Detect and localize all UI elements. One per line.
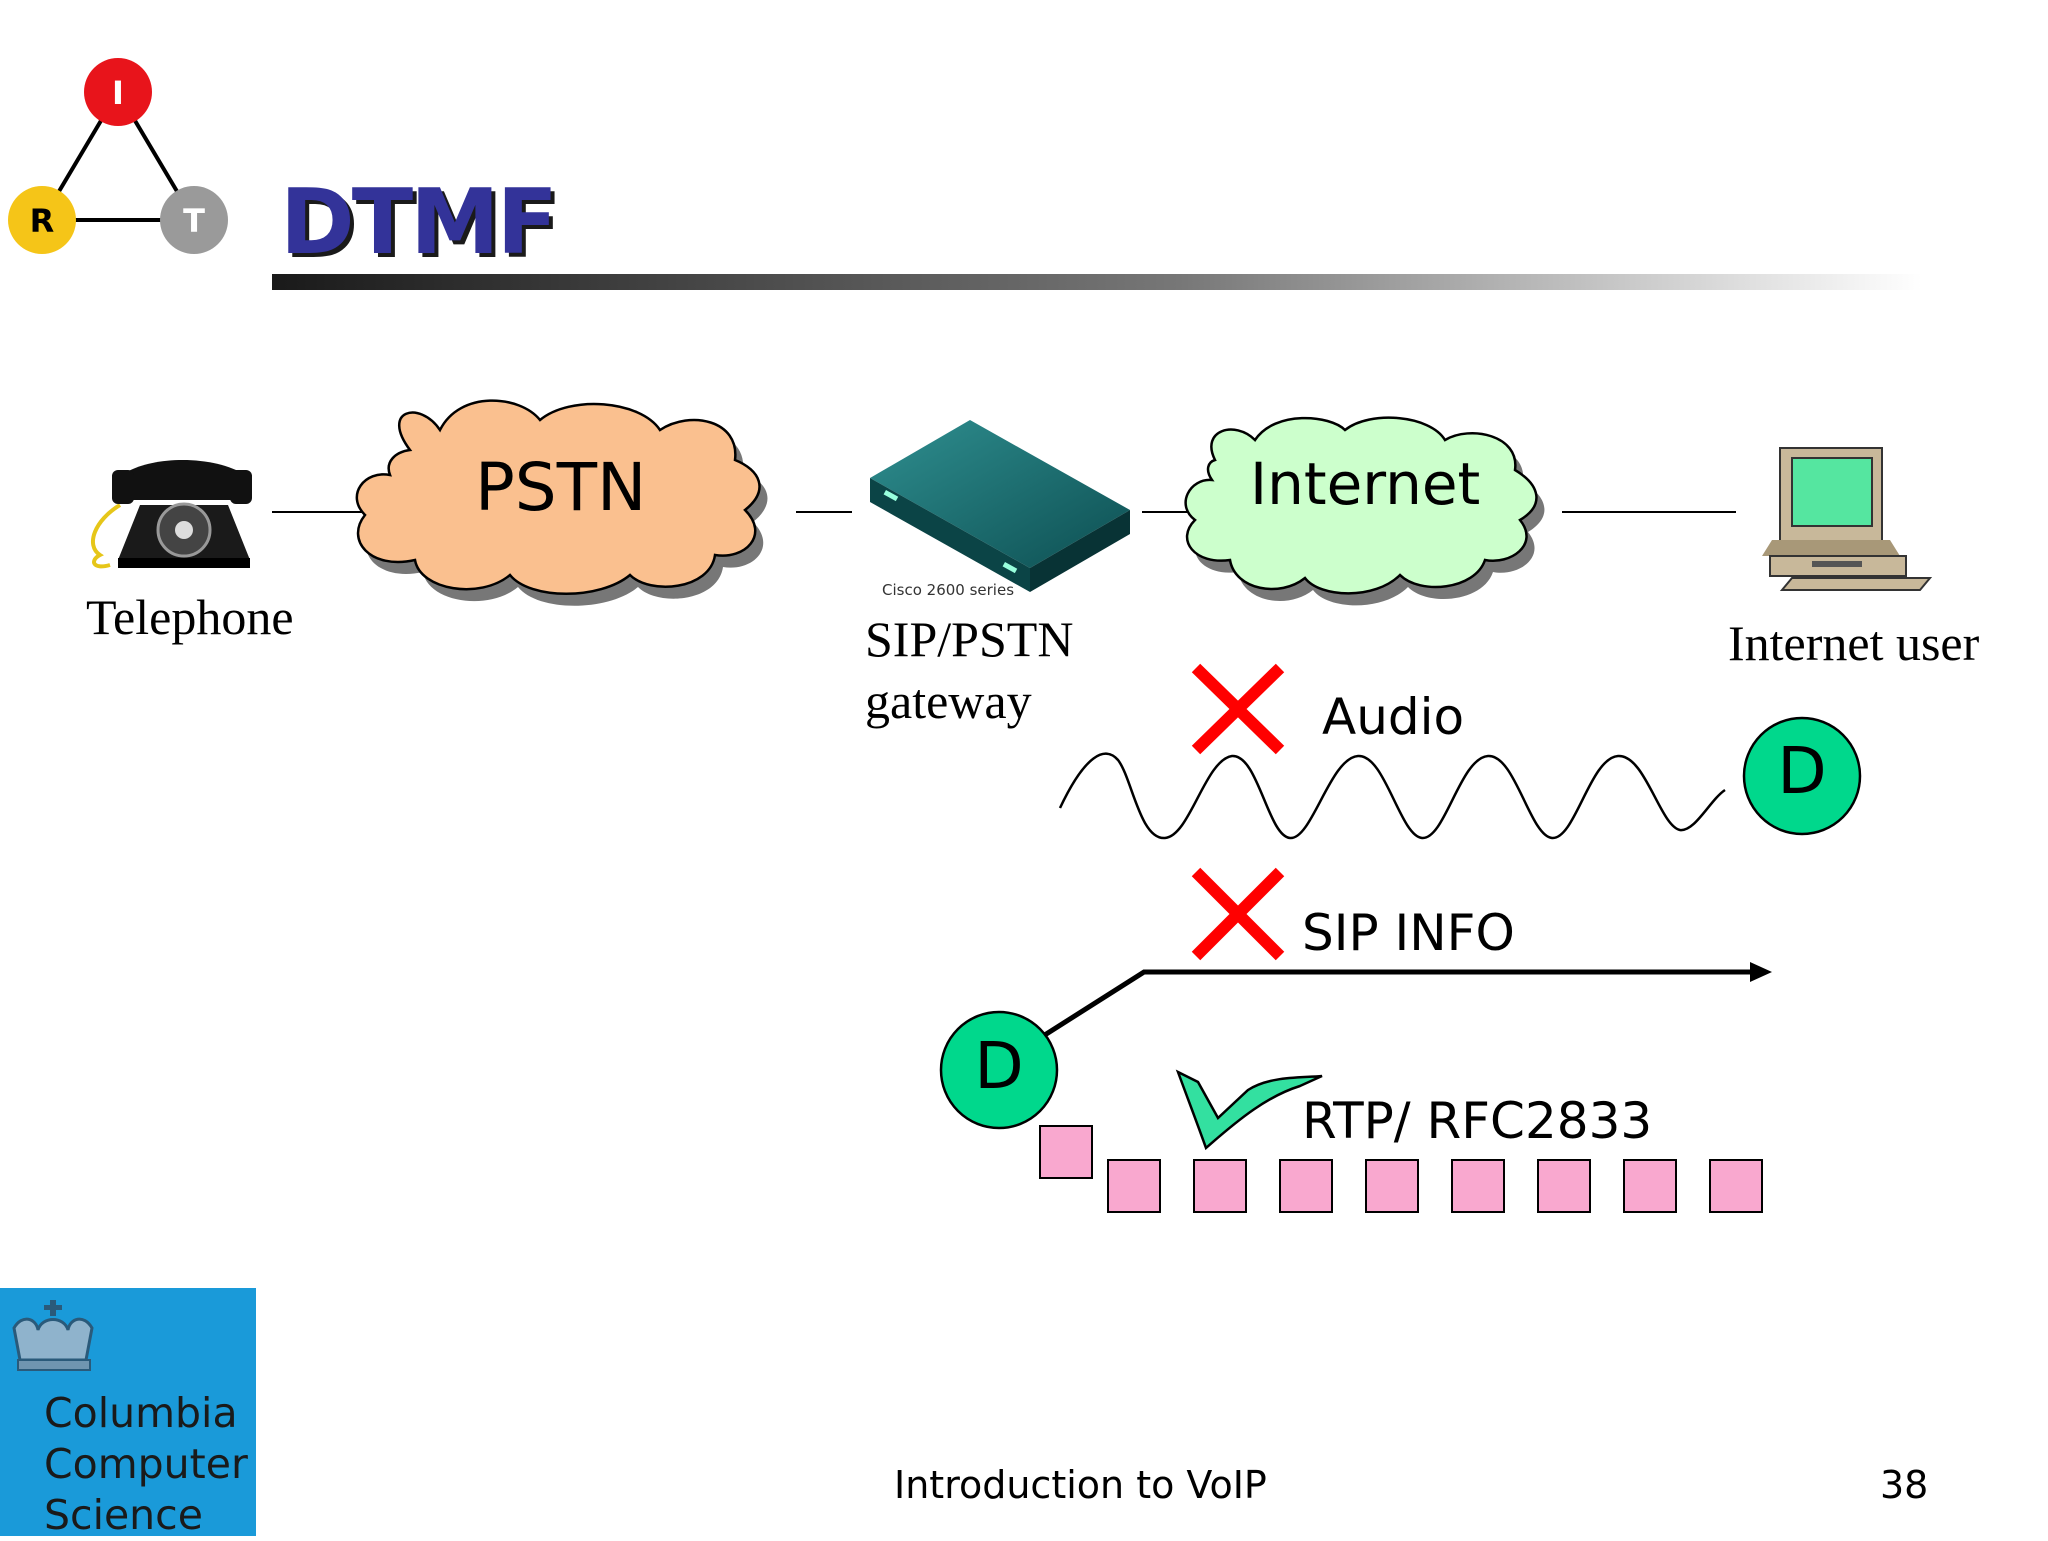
digit-d-circle-bottom xyxy=(939,1010,1059,1130)
crown-icon xyxy=(12,1300,94,1371)
footer-text: Introduction to VoIP xyxy=(894,1463,1267,1507)
slide-title: DTMF xyxy=(280,170,558,275)
pstn-cloud xyxy=(355,399,768,606)
internet-label: Internet xyxy=(1250,450,1481,518)
logo-line-science: Science xyxy=(44,1491,203,1539)
rtp-check-icon xyxy=(1175,1069,1323,1151)
sip-info-arrow xyxy=(1038,962,1772,1041)
gateway-label-line2: gateway xyxy=(865,673,1032,729)
audio-label: Audio xyxy=(1322,688,1465,746)
irt-i-letter: I xyxy=(112,74,124,112)
gateway-router-icon xyxy=(870,420,1130,592)
rtp-packet xyxy=(1193,1159,1247,1213)
telephone-icon xyxy=(90,460,252,569)
digit-d-label-top: D xyxy=(1777,735,1827,809)
audio-waveform xyxy=(1058,752,1726,840)
irt-i-circle xyxy=(84,58,152,126)
title-rule xyxy=(272,274,1922,290)
rtp-packet xyxy=(1039,1125,1093,1179)
digit-d-label-bottom: D xyxy=(974,1030,1024,1104)
computer-icon xyxy=(1762,447,1933,591)
gateway-model-label: Cisco 2600 series xyxy=(882,581,1015,599)
gateway-label: SIP/PSTN gateway xyxy=(865,608,1073,732)
irt-t-letter: T xyxy=(183,202,205,240)
irt-r-letter: R xyxy=(30,202,55,240)
page-number: 38 xyxy=(1880,1463,1929,1507)
audio-cross-icon xyxy=(1191,663,1285,755)
pstn-label: PSTN xyxy=(475,449,647,526)
columbia-logo-text: Columbia Computer Science xyxy=(44,1388,248,1541)
logo-line-columbia: Columbia xyxy=(44,1389,238,1437)
rtp-packet xyxy=(1623,1159,1677,1213)
irt-r-circle xyxy=(8,186,76,254)
telephone-label: Telephone xyxy=(86,589,294,645)
digit-d-circle-top xyxy=(1742,716,1862,836)
irt-logo: I R T xyxy=(8,58,228,254)
rtp-packet xyxy=(1709,1159,1763,1213)
internet-user-label: Internet user xyxy=(1728,615,1980,671)
sip-info-cross-icon xyxy=(1191,867,1285,961)
rtp-packet xyxy=(1279,1159,1333,1213)
sip-info-label: SIP INFO xyxy=(1302,904,1515,962)
rtp-packet xyxy=(1537,1159,1591,1213)
rtp-packet xyxy=(1107,1159,1161,1213)
internet-cloud xyxy=(1184,416,1545,606)
irt-t-circle xyxy=(160,186,228,254)
rtp-packets xyxy=(1039,1125,1763,1213)
rtp-packet xyxy=(1365,1159,1419,1213)
columbia-logo: Columbia Computer Science xyxy=(0,1288,256,1539)
gateway-label-line1: SIP/PSTN xyxy=(865,611,1074,667)
rtp-label: RTP/ RFC2833 xyxy=(1302,1092,1653,1150)
logo-line-computer: Computer xyxy=(44,1440,248,1488)
rtp-packet xyxy=(1451,1159,1505,1213)
